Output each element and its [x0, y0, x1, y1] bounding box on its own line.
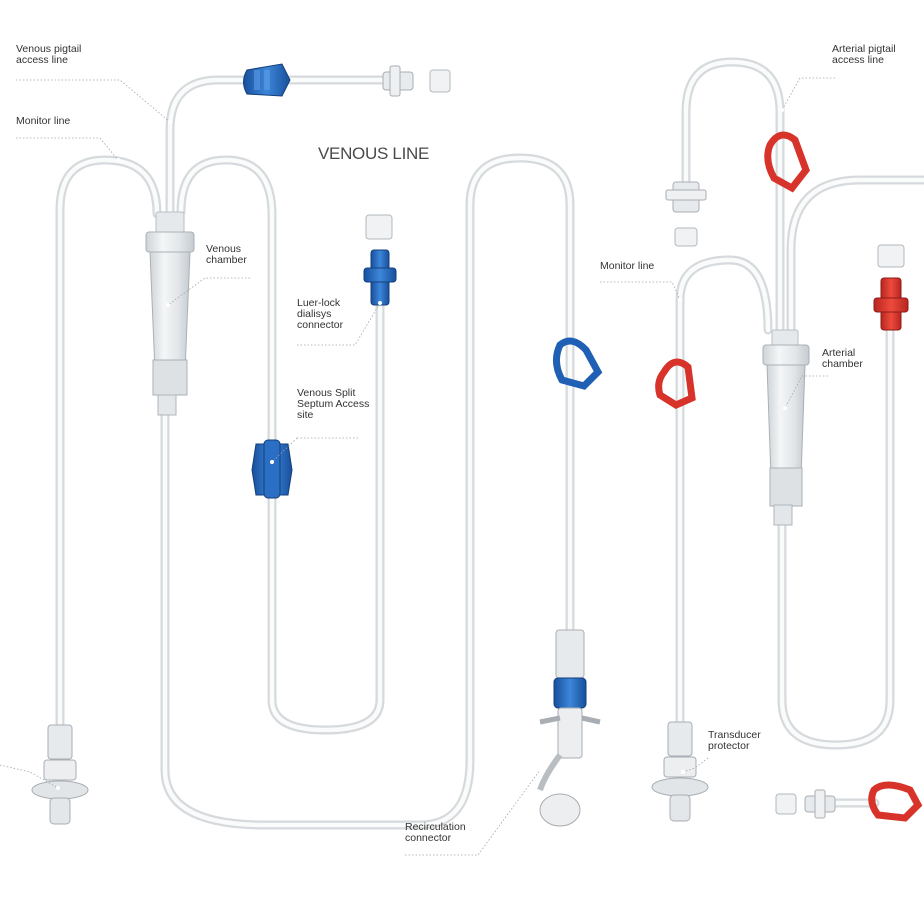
red-clamp-icon	[655, 358, 696, 409]
label-monitor-line-right: Monitor line	[600, 260, 655, 272]
recirculation-connector	[537, 629, 601, 827]
blue-luer-connector-icon	[363, 214, 397, 306]
luer-connector-icon	[775, 789, 836, 819]
label-split-septum: Venous Split Septum Access site	[297, 387, 370, 421]
label-arterial-chamber: Arterial chamber	[822, 347, 863, 370]
blue-clamp-icon	[553, 337, 603, 390]
label-transducer: Transducer protector	[708, 729, 761, 752]
label-venous-pigtail: Venous pigtail access line	[16, 43, 82, 66]
arterial-chamber	[762, 329, 810, 526]
leader-lines	[0, 77, 835, 856]
transducer-protector-icon	[651, 721, 709, 822]
luer-connector-icon	[665, 181, 707, 247]
blue-septum-port-icon	[251, 439, 293, 499]
red-clamp-icon	[868, 781, 923, 822]
label-luer-lock: Luer-lock dialisys connector	[297, 297, 344, 331]
label-monitor-line-left: Monitor line	[16, 115, 71, 127]
leader-dots	[56, 108, 787, 790]
blue-clamp-icon	[243, 63, 291, 97]
venous-line-title: VENOUS LINE	[318, 144, 430, 163]
label-recirculation: Recirculation connector	[405, 821, 466, 844]
transducer-protector-icon	[31, 724, 89, 825]
red-clamp-icon	[764, 131, 810, 193]
venous-chamber	[145, 211, 195, 416]
label-venous-chamber: Venous chamber	[206, 243, 247, 266]
label-arterial-pigtail: Arterial pigtail access line	[832, 43, 896, 66]
red-luer-connector-icon	[873, 244, 909, 331]
tubes	[55, 57, 924, 830]
luer-connector-icon	[382, 65, 451, 97]
